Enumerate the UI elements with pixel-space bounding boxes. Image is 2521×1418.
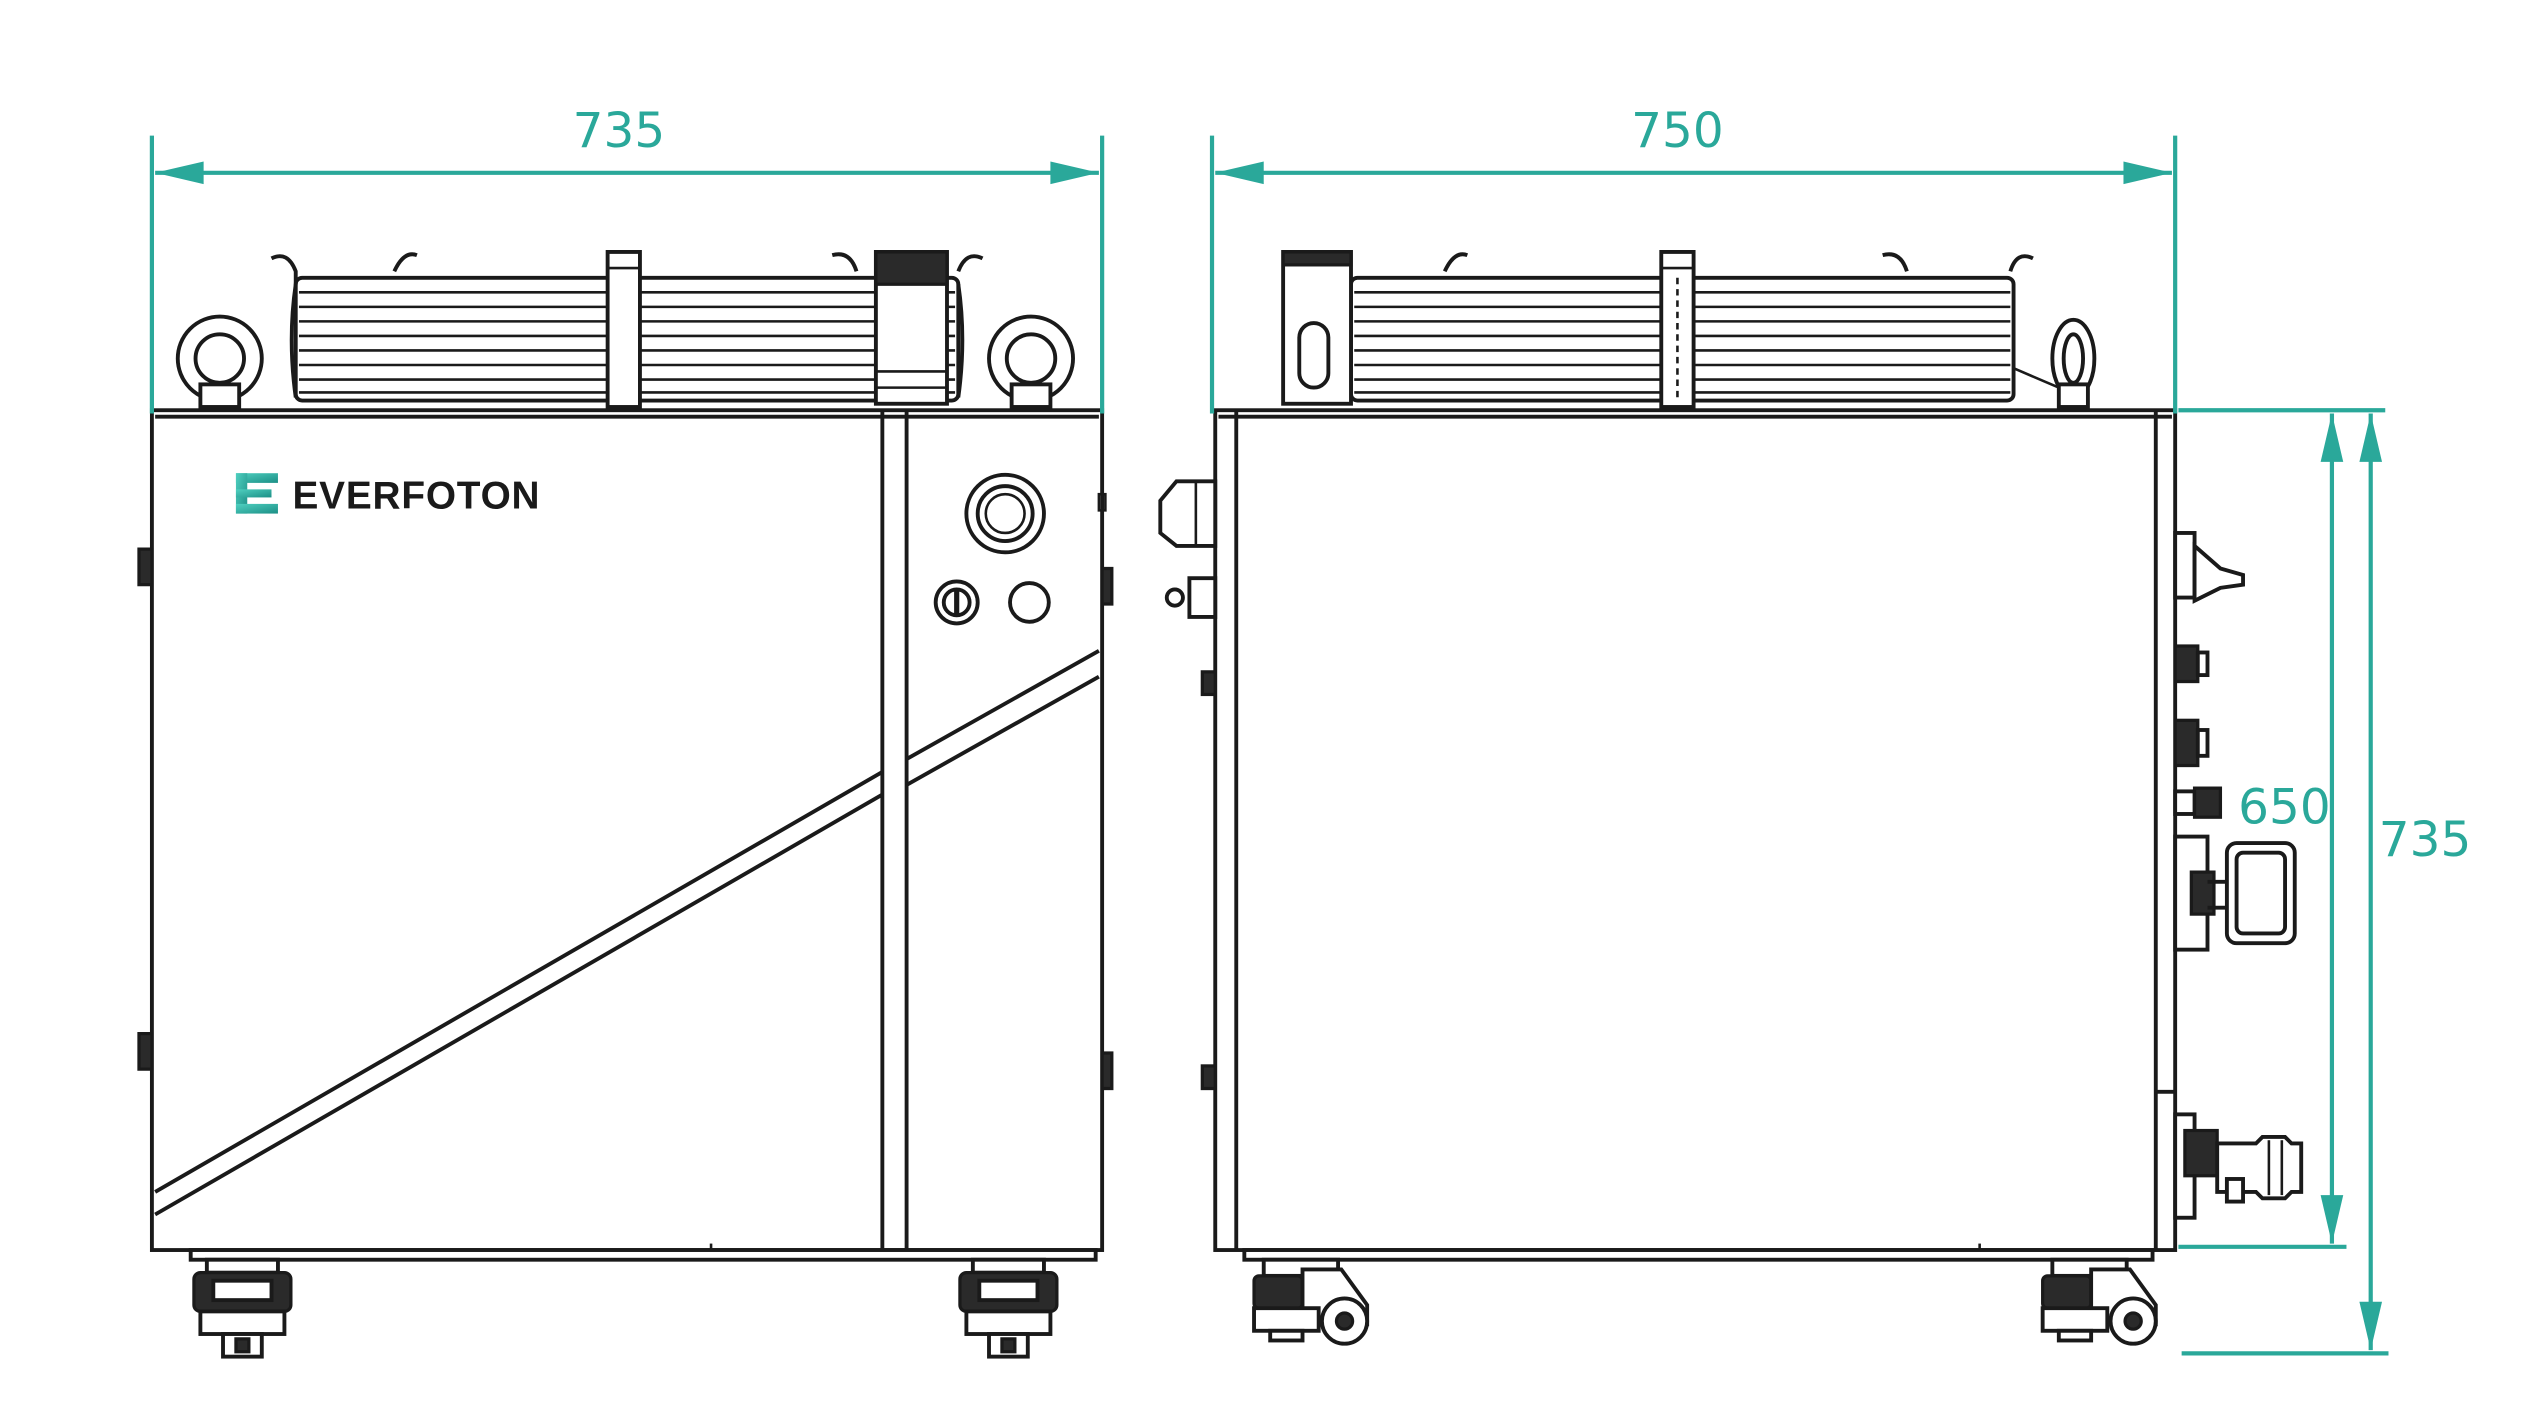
- key-switch[interactable]: [933, 579, 980, 626]
- dimension-side-width: 750: [1209, 103, 2178, 414]
- brand-logo: EVERFOTON: [235, 473, 541, 518]
- dimension-label-inner-height: 650: [2238, 780, 2331, 836]
- side-cabinet: [1213, 408, 2178, 1252]
- front-diagonal-stripe: [154, 649, 1100, 1217]
- front-cabinet: [149, 408, 1105, 1252]
- side-caster-left: [1252, 1257, 1370, 1346]
- brand-logo-mark: [235, 473, 278, 514]
- side-hook-1: [1442, 252, 1469, 273]
- front-hook-4: [956, 254, 984, 273]
- side-lifting-eye: [2013, 317, 2097, 409]
- front-latch-left-bottom: [137, 1032, 154, 1071]
- dimension-inner-height: 650: [2178, 408, 2386, 1249]
- side-view: [1158, 250, 2304, 1346]
- side-base-plate: [1242, 1248, 2155, 1262]
- front-caster-right: [958, 1257, 1059, 1359]
- front-lifting-eye-left: [175, 314, 264, 409]
- side-hook-3: [2008, 254, 2034, 272]
- power-button[interactable]: [1008, 581, 1051, 624]
- brand-name: EVERFOTON: [293, 475, 541, 518]
- side-connector-top: [2173, 531, 2245, 604]
- front-caster-left: [192, 1257, 293, 1359]
- front-hook-3: [831, 252, 859, 272]
- front-pump-block: [873, 250, 949, 406]
- side-water-fittings: [2173, 1112, 2304, 1220]
- dimension-label-side-width: 750: [1631, 103, 1724, 159]
- dimension-label-front-width: 735: [573, 103, 666, 159]
- side-caster-right: [2040, 1257, 2158, 1346]
- side-connector-4: [2173, 786, 2223, 819]
- side-connector-2: [2173, 644, 2210, 684]
- dimension-label-total-height: 735: [2379, 812, 2472, 868]
- front-strap: [605, 250, 642, 409]
- dimension-total-height: 735: [2181, 413, 2472, 1356]
- front-latch-right-bottom: [1100, 1051, 1114, 1091]
- front-base-plate: [188, 1248, 1098, 1262]
- front-view: EVERFOTON: [137, 250, 1114, 1359]
- side-pump-block: [1281, 250, 1353, 406]
- front-latch-left-top: [137, 547, 154, 587]
- side-hook-2: [1882, 252, 1909, 272]
- dimension-front-width: 735: [149, 103, 1105, 414]
- side-handle-left: [1158, 479, 1218, 548]
- front-hook-1: [270, 254, 298, 285]
- front-latch-right-top: [1100, 566, 1114, 606]
- front-lifting-eye-right: [987, 314, 1075, 409]
- emergency-stop-button[interactable]: [964, 472, 1046, 555]
- side-key-left: [1164, 576, 1218, 619]
- front-hook-2: [392, 252, 418, 273]
- side-connector-5: [2173, 834, 2297, 952]
- side-connector-3: [2173, 718, 2210, 768]
